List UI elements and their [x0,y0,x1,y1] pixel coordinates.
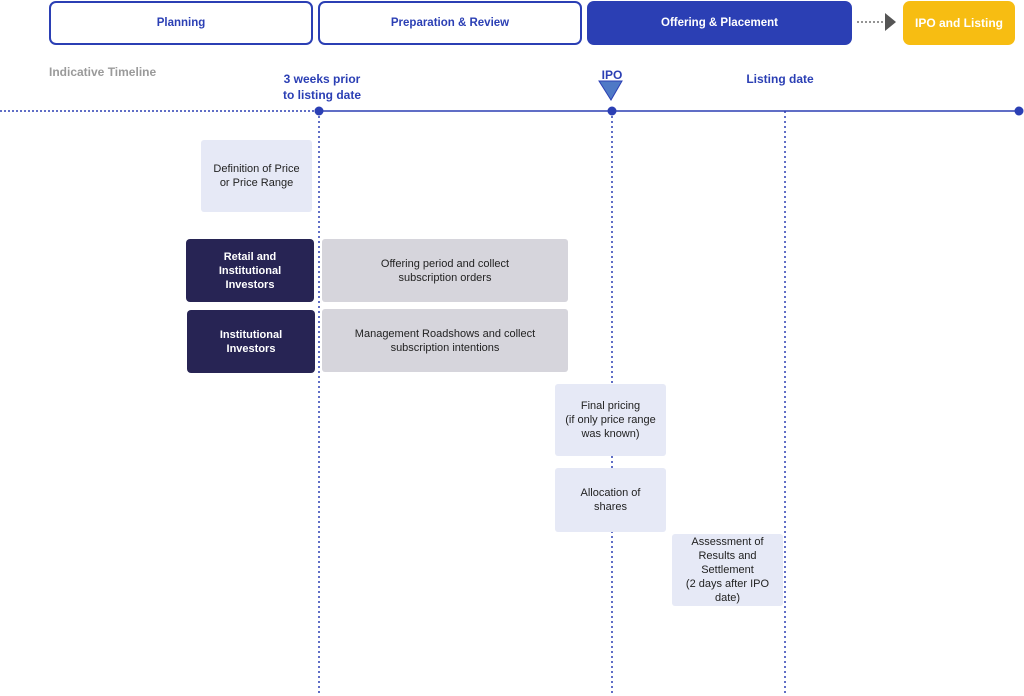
step-allocation-of-shares: Allocation of shares [555,468,666,532]
step-final-line3: was known) [581,428,640,440]
step-definition-line1: Definition of Price [213,163,300,175]
step-definition-line2: or Price Range [219,177,294,189]
milestone-3-weeks-label: 3 weeks prior to listing date [262,71,382,103]
step-roadshow-line2: subscription intentions [390,341,500,354]
phase-preparation-label: Preparation & Review [390,17,510,29]
step-offering-period: Offering period and collect subscription… [322,239,568,302]
step-assess-line1: Assessment of [691,536,764,548]
phase-preparation-review: Preparation & Review [318,1,582,45]
step-allocation-line2: shares [593,501,628,513]
label-retail-institutional-investors: Retail and Institutional Investors [186,239,314,302]
label-institutional-investors: Institutional Investors [187,310,315,373]
milestone-3-weeks-line1: 3 weeks prior [283,72,361,86]
phase-offering-placement: Offering & Placement [587,1,852,45]
step-roadshow-line1: Management Roadshows and collect [354,327,536,340]
step-offering-line1: Offering period and collect [380,257,510,270]
retail-label-line2: Institutional [218,264,282,277]
timeline-end-dot [1014,106,1024,116]
phase-ipo-listing-label: IPO and Listing [914,16,1003,30]
phase-planning: Planning [49,1,313,45]
phase-arrow-icon [885,13,896,31]
phase-offering-label: Offering & Placement [661,17,778,29]
ipo-marker-icon [598,80,623,101]
retail-label-line1: Retail and [223,250,277,263]
milestone-3-weeks-line2: to listing date [283,88,361,102]
phase-planning-label: Planning [156,17,206,29]
step-allocation-line1: Allocation of [580,487,641,499]
retail-label-line3: Investors [225,278,275,291]
step-assess-line2: Results and [698,550,757,562]
step-offering-line2: subscription orders [398,271,492,284]
timeline-title: Indicative Timeline [49,65,157,79]
milestone-ipo-label: IPO [601,68,623,82]
step-assess-line5: date) [714,592,741,604]
step-definition-of-price: Definition of Price or Price Range [201,140,312,212]
milestone-dot-ipo [607,106,617,116]
step-final-line1: Final pricing [580,400,641,412]
step-assessment-settlement: Assessment of Results and Settlement (2 … [672,534,783,606]
inst-label-line2: Investors [226,342,276,355]
step-final-pricing: Final pricing (if only price range was k… [555,384,666,456]
phase-ipo-listing: IPO and Listing [903,1,1015,45]
step-final-line2: (if only price range [565,414,656,426]
milestone-dot-3-weeks [314,106,324,116]
step-assess-line4: (2 days after IPO [685,578,770,590]
step-management-roadshows: Management Roadshows and collect subscri… [322,309,568,372]
step-assess-line3: Settlement [701,564,754,576]
inst-label-line1: Institutional [219,328,283,341]
milestone-listing-label: Listing date [746,72,814,86]
